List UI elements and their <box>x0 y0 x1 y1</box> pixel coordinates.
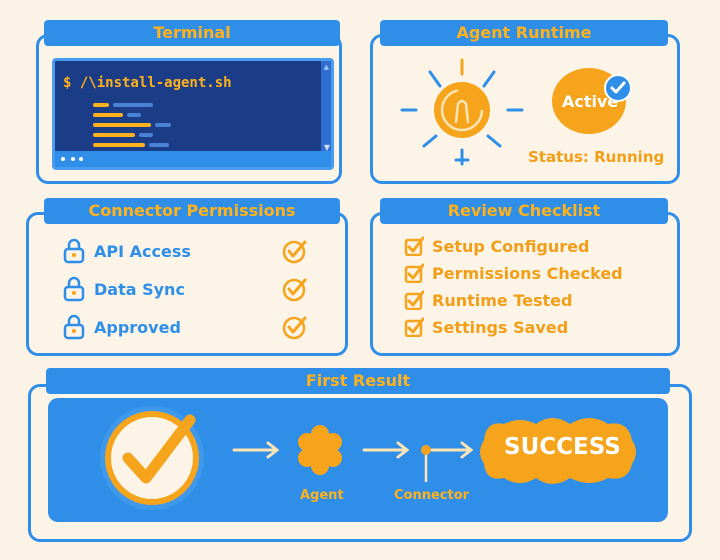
lock-icon <box>63 238 85 264</box>
agent-icon <box>298 425 342 475</box>
arrow-right-icon <box>232 441 280 459</box>
permission-api-access: API Access <box>94 242 191 261</box>
terminal-scrollbar[interactable]: ▲ ▼ <box>321 61 331 157</box>
active-check-icon <box>604 74 632 102</box>
check-circle-icon <box>282 240 307 264</box>
code-line <box>139 133 153 137</box>
code-line <box>113 103 153 107</box>
arrow-right-icon <box>430 441 474 459</box>
status-dot <box>61 157 65 161</box>
connector-icon <box>421 445 431 482</box>
permissions-title: Connector Permissions <box>44 198 340 224</box>
lock-icon <box>63 276 85 302</box>
code-line <box>93 133 135 137</box>
terminal-status-bar <box>55 151 331 167</box>
lock-icon <box>63 314 85 340</box>
checkbox-checked-icon[interactable] <box>404 317 424 337</box>
success-burst <box>480 418 636 484</box>
checkbox-checked-icon[interactable] <box>404 263 424 283</box>
code-line <box>93 113 123 117</box>
checklist-runtime-tested: Runtime Tested <box>432 291 573 310</box>
connector-label: Connector <box>394 488 470 503</box>
runtime-panel <box>370 34 680 184</box>
success-check-icon <box>100 406 204 510</box>
agent-label: Agent <box>300 488 344 503</box>
code-line <box>93 123 151 127</box>
permission-data-sync: Data Sync <box>94 280 185 299</box>
arrow-right-icon <box>362 441 410 459</box>
checkbox-checked-icon[interactable] <box>404 236 424 256</box>
runtime-title: Agent Runtime <box>380 20 668 46</box>
runtime-status: Status: Running <box>528 148 665 166</box>
checkbox-checked-icon[interactable] <box>404 290 424 310</box>
review-title: Review Checklist <box>380 198 668 224</box>
permission-approved: Approved <box>94 318 181 337</box>
check-circle-icon <box>282 316 307 340</box>
checklist-permissions-checked: Permissions Checked <box>432 264 623 283</box>
success-label: SUCCESS <box>504 434 621 460</box>
checklist-settings-saved: Settings Saved <box>432 318 569 337</box>
status-dot <box>79 157 83 161</box>
code-line <box>127 113 141 117</box>
status-dot <box>71 157 75 161</box>
terminal-window[interactable]: $ /\install-agent.sh ▲ ▼ <box>52 58 334 170</box>
checklist-setup-configured: Setup Configured <box>432 237 590 256</box>
code-line <box>93 103 109 107</box>
scroll-up-icon[interactable]: ▲ <box>323 63 329 71</box>
check-circle-icon <box>282 278 307 302</box>
sun-icon <box>400 58 524 166</box>
result-title: First Result <box>46 368 670 394</box>
active-badge: Active <box>562 92 619 111</box>
code-line <box>93 143 145 147</box>
code-line <box>155 123 171 127</box>
scroll-down-icon[interactable]: ▼ <box>323 143 330 152</box>
terminal-command: $ /\install-agent.sh <box>63 75 232 91</box>
terminal-title: Terminal <box>44 20 340 46</box>
code-line <box>149 143 169 147</box>
